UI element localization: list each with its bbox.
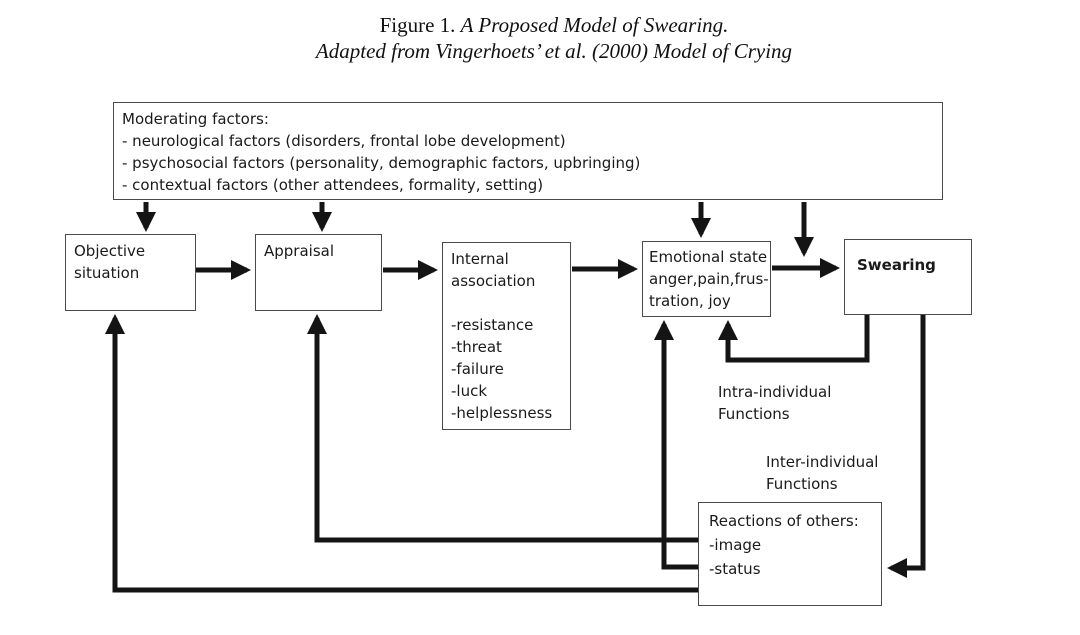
text-line: -failure <box>451 360 504 378</box>
internal-association-box: Internal association -resistance -threat -f… <box>442 242 571 430</box>
text-line: -status <box>709 560 761 578</box>
arrow-reactions-to-objective <box>105 314 698 593</box>
text-line: anger,pain,frus- <box>649 270 769 288</box>
text-line: Intra-individual <box>718 383 832 401</box>
text-line: - neurological factors (disorders, front… <box>122 132 566 150</box>
text-line: Appraisal <box>264 242 335 260</box>
text-line: Inter-individual <box>766 453 879 471</box>
caption-line2: Adapted from Vingerhoets’ et al. (2000) … <box>315 39 793 63</box>
text-line <box>451 292 562 314</box>
arrow-reactions-to-emotional <box>654 320 698 570</box>
arrow-swearing-to-reactions-inter <box>887 315 926 578</box>
text-line: - contextual factors (other attendees, f… <box>122 176 544 194</box>
text-line: Internal <box>451 250 509 268</box>
caption-line1: Figure 1. A Proposed Model of Swearing. <box>379 13 729 37</box>
text-line: Swearing <box>857 256 936 274</box>
text-line: Functions <box>718 405 790 423</box>
appraisal-box: Appraisal <box>255 234 382 311</box>
text-line: -threat <box>451 338 502 356</box>
text-line: -helplessness <box>451 404 553 422</box>
swearing-box: Swearing <box>844 239 972 315</box>
text-line: Emotional state <box>649 248 768 266</box>
figure-caption: Figure 1. A Proposed Model of Swearing. … <box>0 12 1080 64</box>
arrow-swearing-to-emotional-intra <box>718 315 870 363</box>
text-line: -luck <box>451 382 488 400</box>
emotional-state-box: Emotional state anger,pain,frus-tration, … <box>642 241 771 317</box>
text-line: Objective <box>74 242 146 260</box>
text-line: situation <box>74 264 140 282</box>
text-line: -resistance <box>451 316 534 334</box>
text-line: -image <box>709 536 762 554</box>
text-line: tration, joy <box>649 292 731 310</box>
text-line: Reactions of others: <box>709 512 859 530</box>
objective-situation-box: Objective situation <box>65 234 196 311</box>
text-line: Functions <box>766 475 838 493</box>
reactions-of-others-box: Reactions of others: -image -status <box>698 502 882 606</box>
text-line: - psychosocial factors (personality, dem… <box>122 154 641 172</box>
moderating-factors-box: Moderating factors: - neurological factor… <box>113 102 943 200</box>
text-line: Moderating factors: <box>122 110 269 128</box>
text-line: association <box>451 272 536 290</box>
